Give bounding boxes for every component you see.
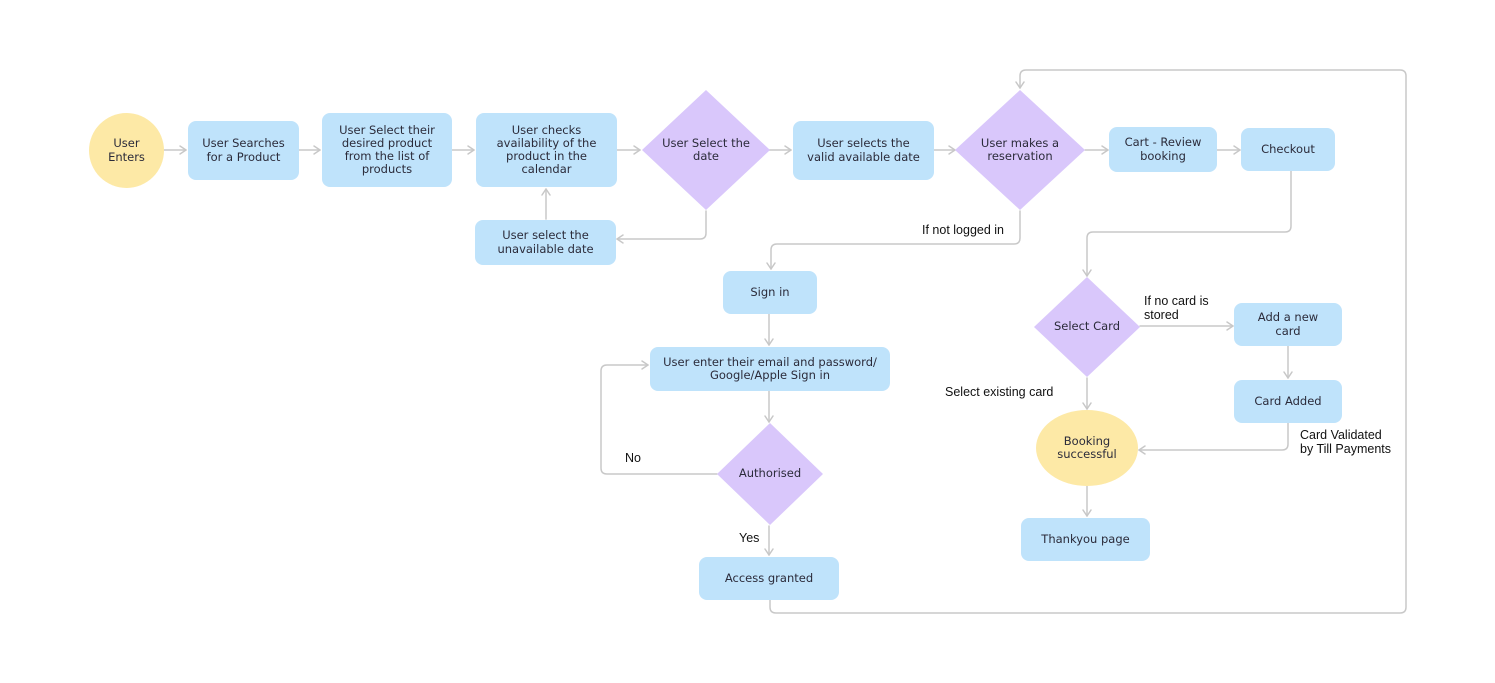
user-select-product-text: User Select their desired product from t… [339,122,435,177]
process-user-selects-valid: User selects the valid available date [793,121,934,180]
user-makes-reservation-text: User makes a reservation [980,135,1060,163]
process-access-granted: Access granted [699,557,839,600]
connector-access-to-reservation [769,69,1407,614]
process-user-select-unavailable: User select the unavailable date [475,220,616,265]
user-checks-availability-text: User checks availability of the product … [496,122,597,177]
decision-user-makes-reservation [955,90,1085,210]
decision-user-makes-reservation-label: User makes a reservation [960,128,1080,172]
enter-credentials-text: User enter their email and password/ Goo… [663,354,877,382]
start-user-enters: User Enters [89,113,164,188]
decision-select-card-label: Select Card [1037,315,1137,339]
connector-checkout-to-select-card [1086,170,1292,277]
process-enter-credentials: User enter their email and password/ Goo… [650,347,890,391]
user-enters-text: User Enters [108,136,145,164]
process-user-select-product: User Select their desired product from t… [322,113,452,187]
edge-label-card-validated: Card Validated by Till Payments [1300,428,1392,456]
process-user-searches: User Searches for a Product [188,121,299,180]
decision-authorised [717,423,823,525]
edge-label-no: No [625,451,641,465]
connector-select-date-to-unavailable [616,210,707,240]
process-cart-review: Cart - Review booking [1109,127,1217,172]
booking-successful-text: Booking successful [1057,433,1117,461]
user-selects-valid-text: User selects the valid available date [807,136,920,164]
edge-label-not-logged-in: If not logged in [922,223,1005,237]
process-sign-in: Sign in [723,271,817,314]
decision-select-card [1034,277,1140,377]
cart-review-text: Cart - Review booking [1124,135,1202,163]
decision-authorised-label: Authorised [720,462,820,486]
access-granted-text: Access granted [724,570,814,585]
connector-authorised-no-loop [600,364,718,475]
checkout-text: Checkout [1261,141,1315,156]
user-select-unavailable-text: User select the unavailable date [497,228,594,256]
edge-label-select-existing-card: Select existing card [945,385,1054,399]
user-searches-text: User Searches for a Product [202,136,285,164]
connector-reservation-to-sign-in [770,210,1021,270]
terminal-booking-successful: Booking successful [1036,410,1138,486]
process-card-added: Card Added [1234,380,1342,423]
add-new-card-text: Add a new card [1257,310,1319,338]
edge-label-yes: Yes [739,531,760,545]
connector-card-added-to-booking [1138,422,1289,451]
user-select-date-text: User Select the date [662,135,750,163]
authorised-text: Authorised [738,466,802,481]
edge-label-no-card-stored: If no card is stored [1144,294,1209,322]
process-user-checks-availability: User checks availability of the product … [476,113,617,187]
sign-in-text: Sign in [750,284,790,299]
select-card-text: Select Card [1053,319,1121,334]
thankyou-page-text: Thankyou page [1041,531,1130,546]
process-thankyou-page: Thankyou page [1021,518,1150,561]
decision-user-select-date-label: User Select the date [646,128,766,172]
process-checkout: Checkout [1241,128,1335,171]
decision-user-select-date [642,90,770,210]
process-add-new-card: Add a new card [1234,303,1342,346]
card-added-text: Card Added [1254,393,1322,408]
